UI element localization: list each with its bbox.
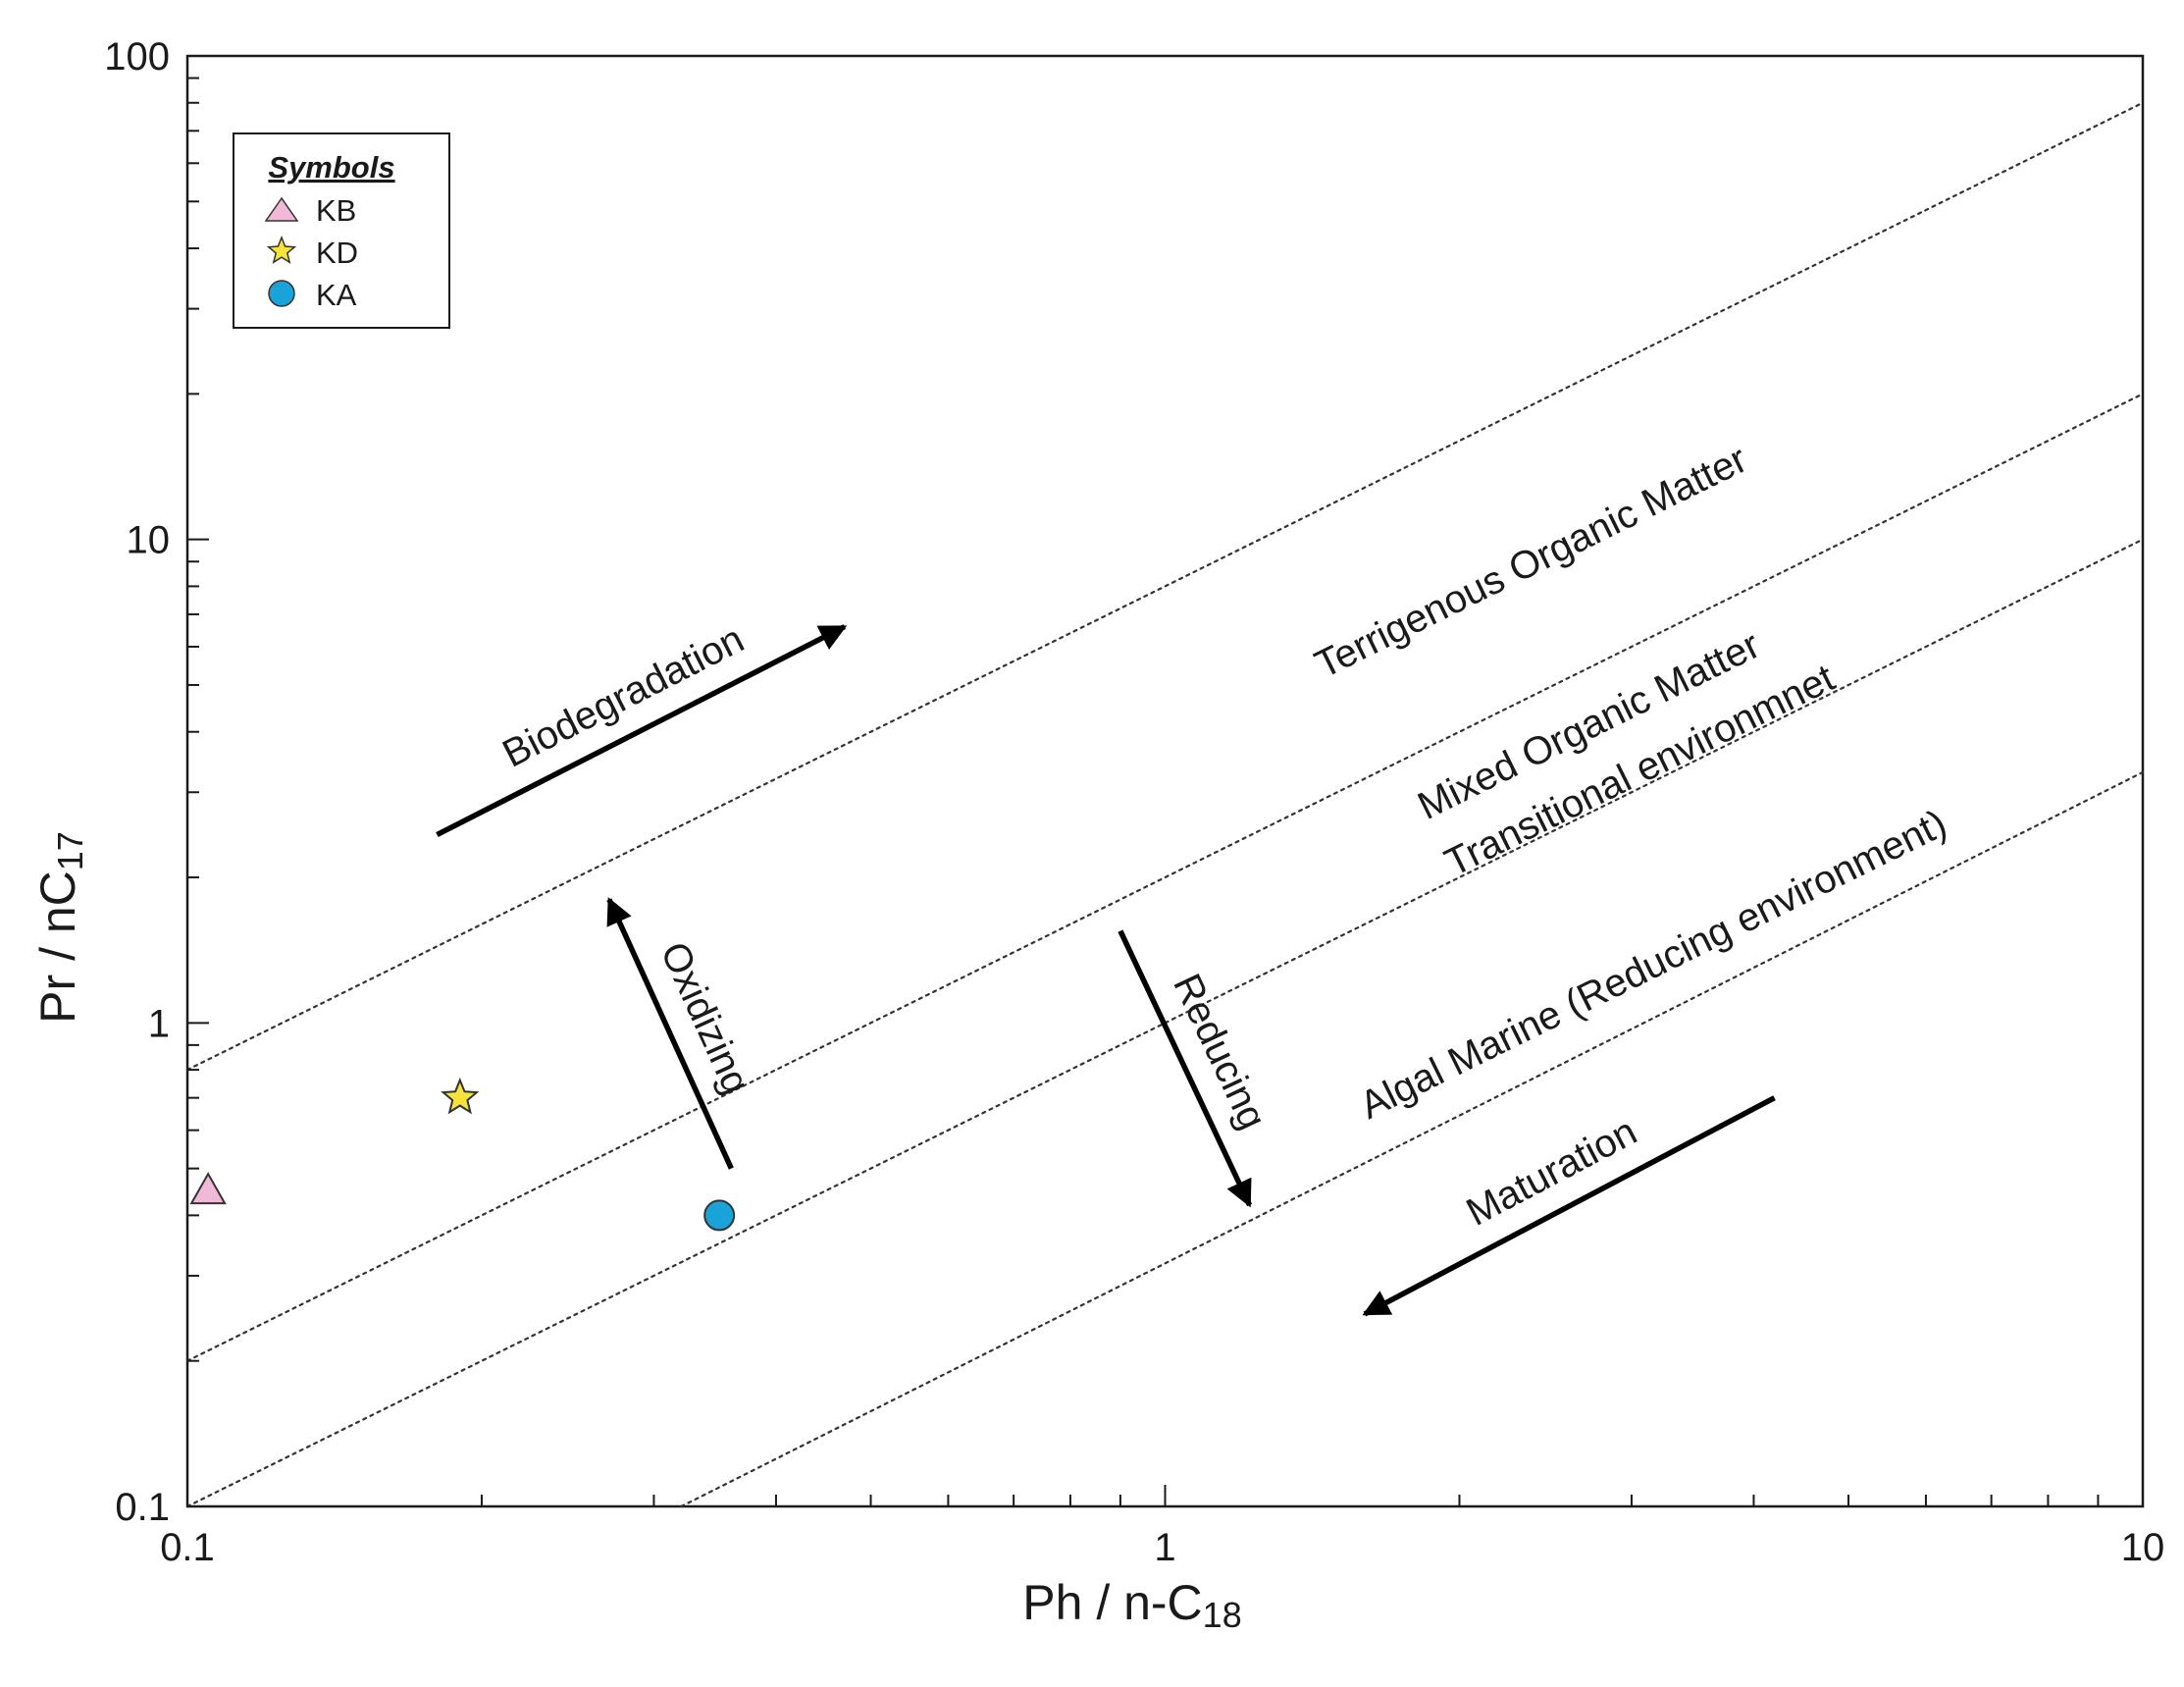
- legend-label-ka: KA: [316, 278, 357, 312]
- y-tick-label: 0.1: [115, 1486, 170, 1529]
- x-tick-label: 1: [1154, 1526, 1175, 1569]
- plot-area: [185, 54, 2145, 1508]
- y-tick-label: 10: [127, 519, 171, 562]
- reference-line: [185, 101, 2145, 1072]
- x-tick-label: 0.1: [160, 1526, 215, 1569]
- axis-ticks: 0.1 1 10 0.1 1 10 100: [104, 35, 2164, 1569]
- data-points: [189, 1077, 736, 1232]
- data-point-ka: [703, 1199, 736, 1232]
- y-tick-label: 1: [148, 1002, 170, 1045]
- x-tick-label: 10: [2121, 1526, 2165, 1569]
- legend-label-kd: KD: [316, 236, 358, 270]
- x-axis-title-subscript: 18: [1203, 1595, 1242, 1635]
- legend-label-kb: KB: [316, 193, 356, 228]
- process-arrow: [606, 897, 734, 1170]
- y-axis-title-subscript: 17: [50, 831, 90, 870]
- legend-triangle-icon: [264, 196, 299, 222]
- legend-title: Symbols: [268, 150, 394, 185]
- y-axis-title: Pr / nC17: [30, 831, 90, 1024]
- legend-star-icon: [266, 235, 297, 264]
- process-arrow: [1362, 1095, 1776, 1317]
- reference-line: [185, 393, 2145, 1362]
- process-arrow: [436, 624, 848, 838]
- process-arrow: [1118, 929, 1253, 1208]
- y-tick-label: 100: [104, 35, 170, 79]
- data-point-kd: [441, 1077, 480, 1115]
- data-point-kb: [189, 1172, 227, 1205]
- x-axis-title: Ph / n-C18: [1022, 1575, 1241, 1635]
- reference-line: [680, 770, 2145, 1508]
- legend: Symbols KB KD KA: [233, 132, 450, 329]
- legend-circle-icon: [268, 280, 295, 307]
